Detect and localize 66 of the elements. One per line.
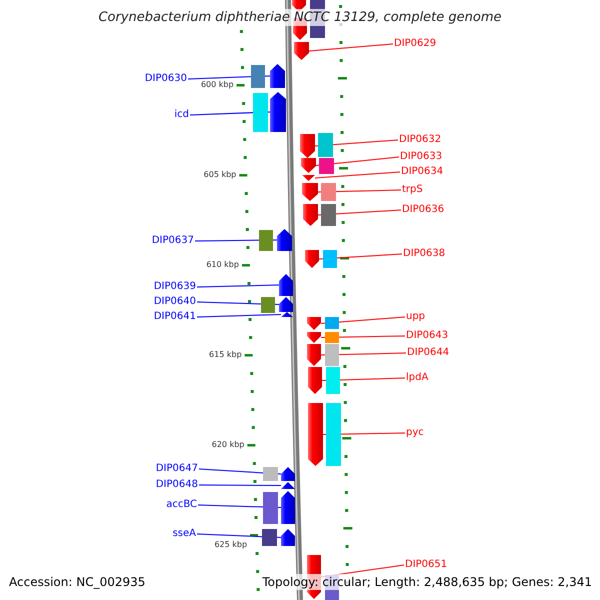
leader-line: [320, 336, 406, 338]
leader-line: [194, 240, 278, 242]
leader-line: [314, 140, 398, 146]
gene-feature: [270, 64, 285, 88]
gene-feature: [292, 0, 306, 12]
leader-line: [314, 172, 400, 178]
gene-feature: [294, 42, 309, 60]
gene-label: pyc: [405, 426, 425, 439]
gene-label: DIP0640: [152, 295, 197, 308]
gene-label: DIP0651: [404, 558, 448, 571]
gene-feature: [302, 183, 318, 201]
leader-line: [320, 352, 406, 356]
leader-line: [318, 254, 402, 260]
gene-label: icd: [173, 108, 190, 121]
gene-feature: [270, 92, 286, 132]
leader-line: [308, 44, 394, 52]
gene-label: sseA: [172, 527, 197, 540]
gene-feature: [308, 367, 322, 394]
gene-label: DIP0644: [406, 346, 450, 359]
leader-line: [188, 76, 270, 80]
leader-line: [196, 314, 282, 318]
gene-feature: [281, 491, 295, 524]
gene-feature: [302, 175, 315, 181]
leader-line: [318, 210, 402, 216]
scale-label: 605 kbp: [204, 170, 236, 180]
gene-label: DIP0637: [150, 234, 195, 247]
gene-label: DIP0639: [152, 280, 197, 293]
gene-feature: [303, 204, 318, 226]
leader-line: [198, 484, 282, 486]
gene-label: DIP0629: [393, 37, 438, 50]
gene-label: trpS: [401, 183, 424, 196]
leader-line: [196, 534, 282, 538]
gene-label: DIP0636: [401, 203, 446, 216]
leader-line: [198, 468, 282, 474]
gene-label: DIP0632: [398, 133, 442, 146]
gene-feature: [301, 158, 316, 173]
scale-label: 615 kbp: [209, 350, 242, 360]
gene-label: DIP0648: [154, 478, 199, 491]
gene-feature: [308, 403, 323, 466]
gene-label: upp: [405, 310, 426, 323]
gene-label: DIP0633: [399, 150, 444, 163]
gene-feature: [279, 274, 293, 296]
gene-label: DIP0643: [405, 329, 450, 342]
gene-label: DIP0630: [144, 72, 188, 85]
genome-info-text: Topology: circular; Length: 2,488,635 bp; Genes: 2,341: [262, 574, 592, 590]
scale-label: 620 kbp: [212, 440, 244, 450]
accession-text: Accession: NC_002935: [9, 574, 146, 590]
leader-line: [320, 316, 406, 324]
gene-label: DIP0638: [402, 247, 446, 260]
leader-line: [196, 284, 280, 288]
gene-feature: [281, 529, 295, 546]
gene-label: DIP0634: [400, 165, 444, 178]
gene-label: lpdA: [405, 371, 430, 384]
gene-label: accBC: [165, 498, 198, 511]
gene-label: DIP0647: [154, 462, 199, 475]
leader-line: [196, 302, 280, 305]
gene-feature: [305, 250, 319, 268]
scale-label: 625 kbp: [214, 540, 248, 550]
leader-line: [318, 190, 402, 192]
scale-label: 610 kbp: [206, 260, 239, 270]
gene-label: DIP0641: [152, 310, 197, 323]
gene-feature: [307, 317, 321, 330]
gene-feature: [300, 134, 315, 158]
leader-line: [316, 156, 400, 166]
scale-label: 600 kbp: [200, 80, 234, 90]
gene-feature: [277, 229, 292, 251]
